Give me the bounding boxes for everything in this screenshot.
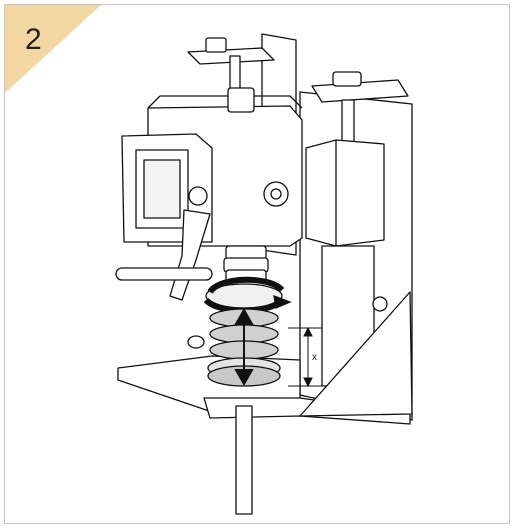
compression-arrow — [234, 307, 254, 387]
right-top-nut — [332, 71, 362, 87]
rotation-arrow-top — [207, 276, 285, 295]
step-number: 2 — [25, 23, 42, 56]
instruction-panel: 2 — [4, 4, 510, 524]
adjust-nut-group — [203, 276, 292, 314]
pivot-pin — [115, 267, 213, 281]
left-lock-nut — [187, 335, 205, 349]
lower-rod — [235, 405, 253, 515]
housing-top-nut — [227, 87, 255, 113]
hex-block — [305, 139, 385, 247]
dimension-x-label: x — [312, 352, 317, 363]
gusset — [299, 291, 413, 417]
side-bolt-head — [188, 186, 208, 206]
step-tab — [5, 5, 101, 93]
gusset-bolt — [372, 296, 388, 312]
dimension-x — [288, 326, 322, 388]
rotation-arrowhead — [273, 294, 292, 309]
top-bracket-nut — [205, 37, 227, 53]
